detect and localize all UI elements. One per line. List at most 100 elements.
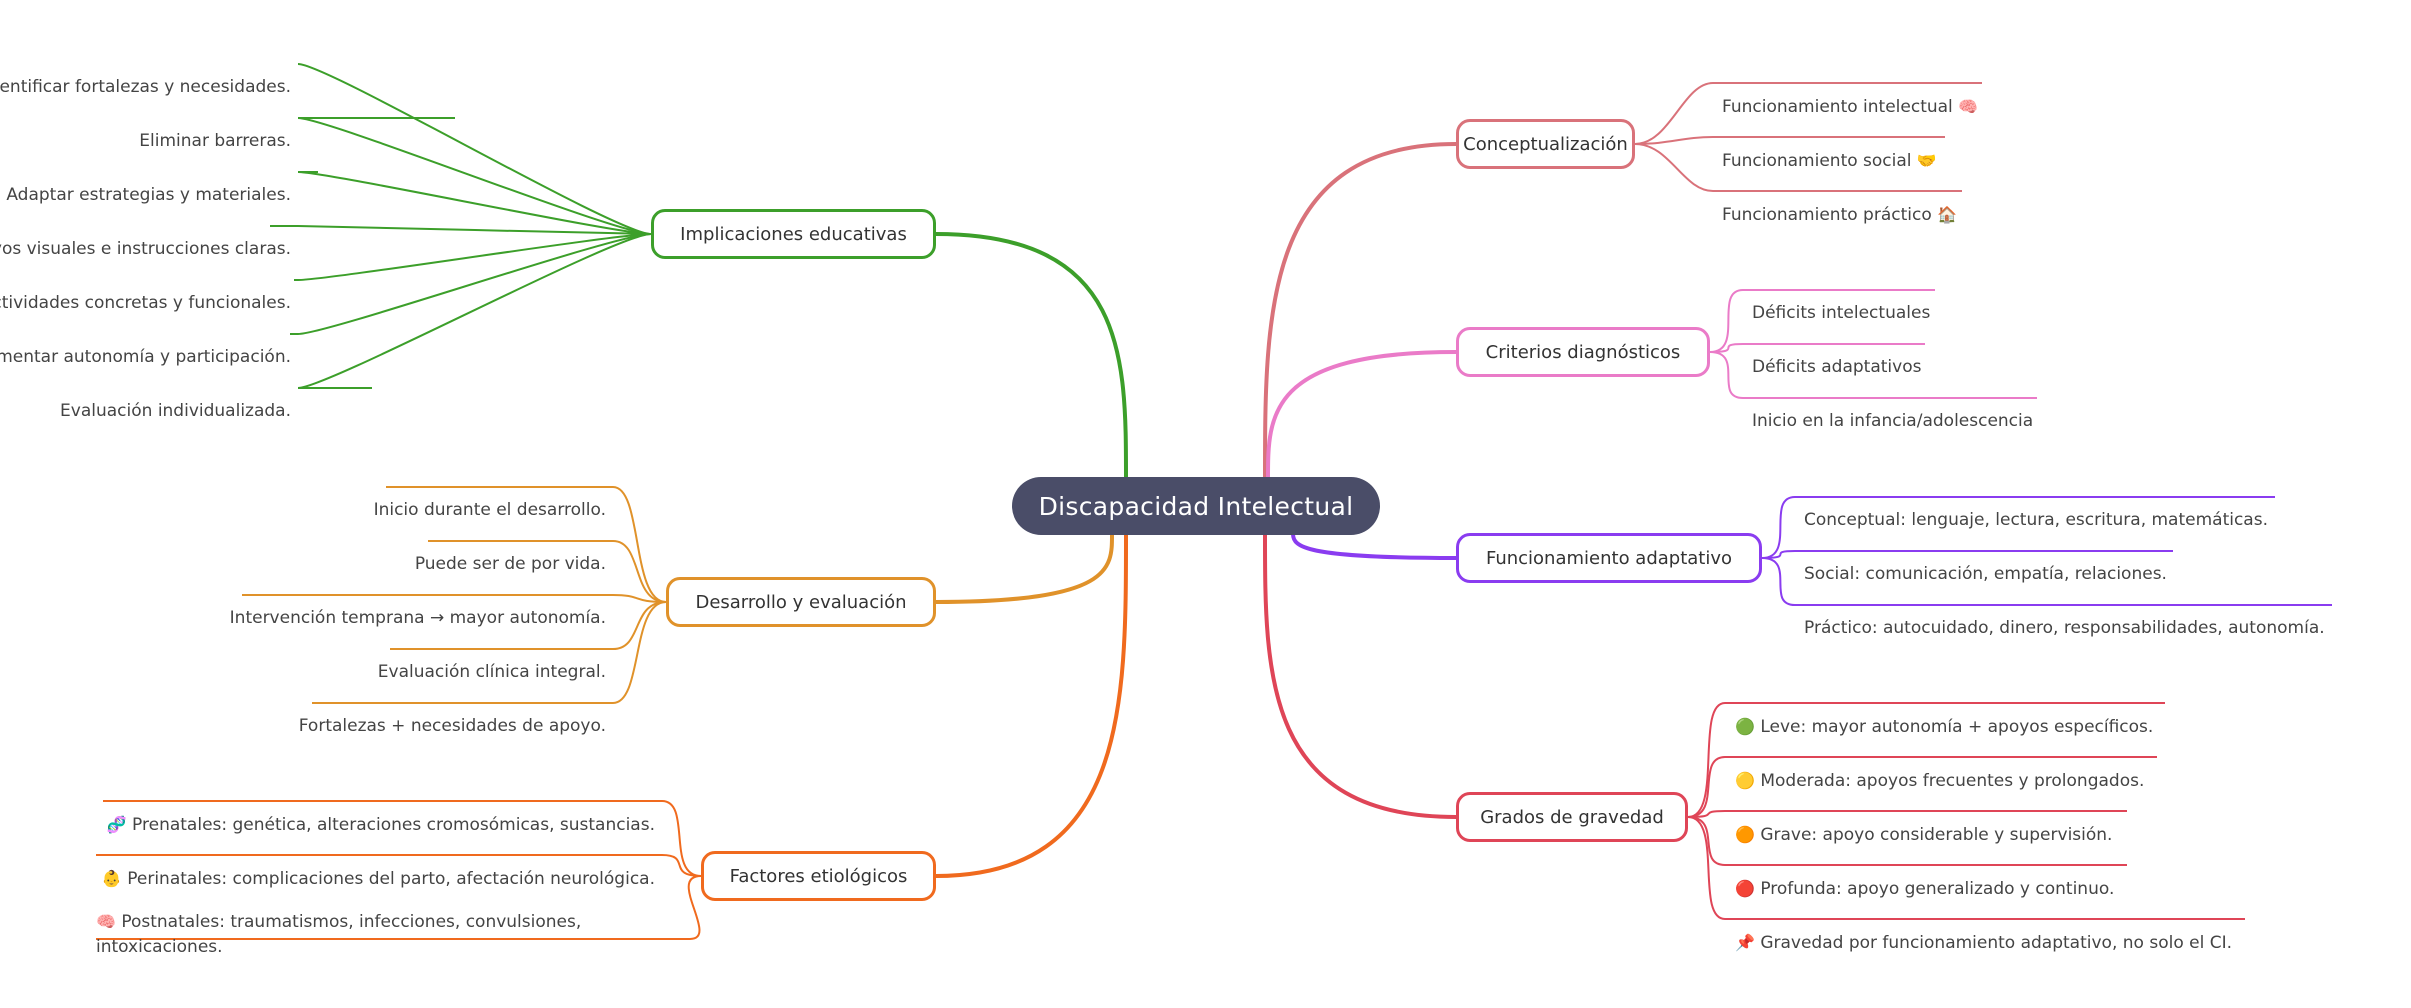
leaf-connector-educativas-6 bbox=[297, 233, 652, 389]
leaf-topic-criterios-2[interactable]: Inicio en la infancia/adolescencia bbox=[1752, 409, 2033, 434]
leaf-topic-conceptualizacion-2[interactable]: Funcionamiento práctico 🏠 bbox=[1722, 202, 1957, 228]
leaf-topic-gravedad-2[interactable]: 🟠 Grave: apoyo considerable y supervisió… bbox=[1735, 822, 2112, 848]
leaf-connector-etiologicos-1 bbox=[96, 854, 702, 877]
leaf-label: Funcionamiento social bbox=[1722, 151, 1912, 171]
emoji-icon: 🔴 bbox=[1735, 879, 1755, 898]
leaf-topic-criterios-1[interactable]: Déficits adaptativos bbox=[1752, 355, 1921, 380]
emoji-icon: 📌 bbox=[1735, 933, 1755, 952]
branch-connector-gravedad bbox=[1263, 533, 1458, 819]
leaf-connector-adaptativo-1 bbox=[1761, 550, 2173, 559]
branch-topic-conceptualizacion[interactable]: Conceptualización bbox=[1456, 119, 1635, 169]
leaf-connector-conceptualizacion-1 bbox=[1634, 136, 1945, 145]
leaf-topic-gravedad-4[interactable]: 📌 Gravedad por funcionamiento adaptativo… bbox=[1735, 930, 2232, 956]
leaf-connector-adaptativo-2 bbox=[1761, 557, 2332, 606]
leaf-label: Actividades concretas y funcionales. bbox=[0, 293, 291, 313]
leaf-connector-criterios-2 bbox=[1709, 351, 2037, 399]
leaf-connector-gravedad-2 bbox=[1687, 810, 2127, 818]
leaf-topic-educativas-3[interactable]: Apoyos visuales e instrucciones claras. bbox=[0, 237, 291, 262]
branch-topic-desarrollo[interactable]: Desarrollo y evaluación bbox=[666, 577, 936, 627]
emoji-icon: 🤝 bbox=[1916, 151, 1937, 170]
emoji-icon: 👶 bbox=[101, 869, 122, 888]
leaf-label: Prenatales: genética, alteraciones cromo… bbox=[132, 815, 655, 835]
leaf-label: Funcionamiento práctico bbox=[1722, 205, 1932, 225]
leaf-label: Identificar fortalezas y necesidades. bbox=[0, 77, 291, 97]
branch-connector-etiologicos bbox=[934, 533, 1128, 878]
branch-topic-educativas[interactable]: Implicaciones educativas bbox=[651, 209, 936, 259]
leaf-label: Práctico: autocuidado, dinero, responsab… bbox=[1804, 618, 2325, 638]
leaf-topic-educativas-1[interactable]: Eliminar barreras. bbox=[139, 129, 291, 154]
leaf-topic-desarrollo-4[interactable]: Fortalezas + necesidades de apoyo. bbox=[299, 714, 606, 739]
leaf-connector-gravedad-3 bbox=[1687, 816, 2127, 866]
leaf-connector-gravedad-0 bbox=[1687, 702, 2165, 818]
emoji-icon: 🧬 bbox=[106, 815, 127, 834]
leaf-connector-gravedad-1 bbox=[1687, 756, 2157, 818]
leaf-label: Leve: mayor autonomía + apoyos específic… bbox=[1760, 717, 2154, 737]
leaf-connector-desarrollo-4 bbox=[312, 601, 667, 704]
leaf-connector-criterios-0 bbox=[1709, 289, 1935, 353]
leaf-topic-etiologicos-0[interactable]: 🧬 Prenatales: genética, alteraciones cro… bbox=[107, 812, 655, 838]
leaf-topic-desarrollo-0[interactable]: Inicio durante el desarrollo. bbox=[374, 498, 606, 523]
emoji-icon: 🟠 bbox=[1735, 825, 1755, 844]
leaf-connector-conceptualizacion-0 bbox=[1634, 82, 1982, 145]
leaf-topic-conceptualizacion-0[interactable]: Funcionamiento intelectual 🧠 bbox=[1722, 94, 1978, 120]
branch-connector-adaptativo bbox=[1291, 530, 1458, 560]
leaf-topic-etiologicos-2[interactable]: 🧠 Postnatales: traumatismos, infecciones… bbox=[96, 909, 656, 960]
leaf-label: Gravedad por funcionamiento adaptativo, … bbox=[1760, 933, 2232, 953]
leaf-topic-etiologicos-1[interactable]: 👶 Perinatales: complicaciones del parto,… bbox=[102, 866, 655, 892]
leaf-topic-adaptativo-0[interactable]: Conceptual: lenguaje, lectura, escritura… bbox=[1804, 508, 2268, 533]
leaf-connector-criterios-1 bbox=[1709, 343, 1925, 353]
branch-topic-adaptativo[interactable]: Funcionamiento adaptativo bbox=[1456, 533, 1762, 583]
leaf-label: Fomentar autonomía y participación. bbox=[0, 347, 291, 367]
leaf-topic-adaptativo-1[interactable]: Social: comunicación, empatía, relacione… bbox=[1804, 562, 2167, 587]
leaf-label: Postnatales: traumatismos, infecciones, … bbox=[96, 912, 582, 957]
leaf-label: Déficits intelectuales bbox=[1752, 303, 1931, 323]
branch-connector-educativas bbox=[934, 232, 1128, 480]
leaf-label: Puede ser de por vida. bbox=[414, 554, 606, 574]
leaf-connector-educativas-4 bbox=[294, 233, 652, 281]
leaf-label: Déficits adaptativos bbox=[1752, 357, 1922, 377]
leaf-topic-educativas-0[interactable]: Identificar fortalezas y necesidades. bbox=[0, 75, 291, 100]
leaf-topic-gravedad-0[interactable]: 🟢 Leve: mayor autonomía + apoyos específ… bbox=[1735, 714, 2153, 740]
leaf-connector-etiologicos-0 bbox=[103, 800, 702, 877]
leaf-topic-desarrollo-1[interactable]: Puede ser de por vida. bbox=[415, 552, 606, 577]
leaf-label: Apoyos visuales e instrucciones claras. bbox=[0, 239, 291, 259]
branch-connector-criterios bbox=[1266, 350, 1458, 480]
leaf-connector-etiologicos-2 bbox=[96, 875, 702, 940]
leaf-label: Funcionamiento intelectual bbox=[1722, 97, 1953, 117]
leaf-label: Grave: apoyo considerable y supervisión. bbox=[1760, 825, 2113, 845]
leaf-topic-educativas-4[interactable]: Actividades concretas y funcionales. bbox=[0, 291, 291, 316]
leaf-topic-educativas-6[interactable]: Evaluación individualizada. bbox=[60, 399, 291, 424]
leaf-connector-educativas-3 bbox=[270, 225, 652, 235]
leaf-topic-adaptativo-2[interactable]: Práctico: autocuidado, dinero, responsab… bbox=[1804, 616, 2325, 641]
branch-topic-gravedad[interactable]: Grados de gravedad bbox=[1456, 792, 1688, 842]
emoji-icon: 🟢 bbox=[1735, 717, 1755, 736]
leaf-topic-gravedad-3[interactable]: 🔴 Profunda: apoyo generalizado y continu… bbox=[1735, 876, 2114, 902]
leaf-label: Inicio durante el desarrollo. bbox=[373, 500, 606, 520]
leaf-topic-desarrollo-3[interactable]: Evaluación clínica integral. bbox=[378, 660, 606, 685]
leaf-label: Moderada: apoyos frecuentes y prolongado… bbox=[1760, 771, 2145, 791]
branch-topic-etiologicos[interactable]: Factores etiológicos bbox=[701, 851, 936, 901]
leaf-label: Evaluación individualizada. bbox=[60, 401, 291, 421]
leaf-topic-gravedad-1[interactable]: 🟡 Moderada: apoyos frecuentes y prolonga… bbox=[1735, 768, 2144, 794]
leaf-topic-desarrollo-2[interactable]: Intervención temprana → mayor autonomía. bbox=[230, 606, 606, 631]
leaf-connector-desarrollo-3 bbox=[390, 601, 667, 650]
leaf-connector-educativas-0 bbox=[297, 63, 652, 235]
leaf-topic-educativas-2[interactable]: Adaptar estrategias y materiales. bbox=[6, 183, 291, 208]
leaf-label: Perinatales: complicaciones del parto, a… bbox=[127, 869, 655, 889]
leaf-topic-educativas-5[interactable]: Fomentar autonomía y participación. bbox=[0, 345, 291, 370]
emoji-icon: 🟡 bbox=[1735, 771, 1755, 790]
branch-topic-criterios[interactable]: Criterios diagnósticos bbox=[1456, 327, 1710, 377]
leaf-label: Eliminar barreras. bbox=[139, 131, 291, 151]
leaf-connector-desarrollo-2 bbox=[242, 594, 667, 603]
leaf-topic-conceptualizacion-1[interactable]: Funcionamiento social 🤝 bbox=[1722, 148, 1937, 174]
emoji-icon: 🏠 bbox=[1937, 205, 1958, 224]
central-topic[interactable]: Discapacidad Intelectual bbox=[1012, 477, 1380, 535]
emoji-icon: 🧠 bbox=[1958, 97, 1979, 116]
leaf-topic-criterios-0[interactable]: Déficits intelectuales bbox=[1752, 301, 1930, 326]
leaf-connector-adaptativo-0 bbox=[1761, 496, 2275, 559]
emoji-icon: 🧠 bbox=[96, 912, 116, 931]
leaf-label: Social: comunicación, empatía, relacione… bbox=[1804, 564, 2167, 584]
leaf-label: Evaluación clínica integral. bbox=[377, 662, 606, 682]
